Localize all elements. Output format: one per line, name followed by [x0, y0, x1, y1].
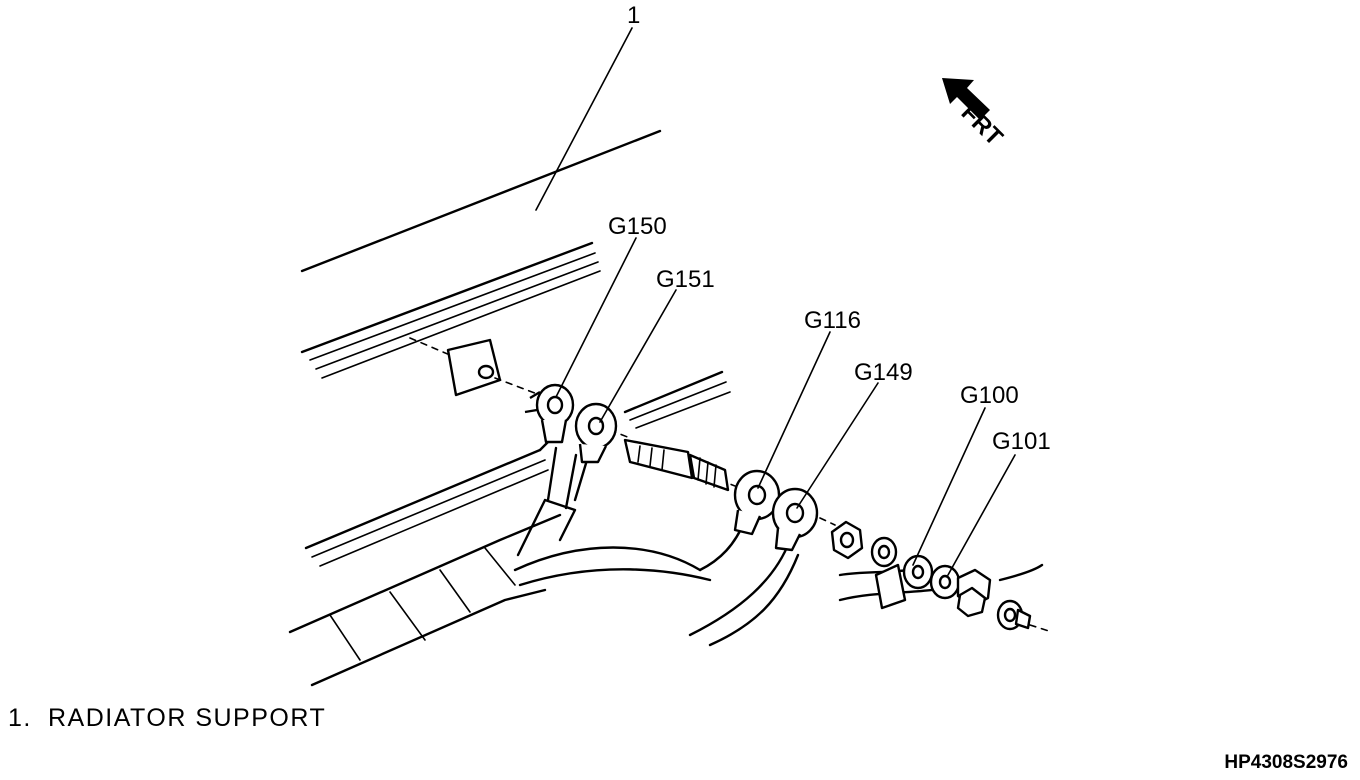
- terminal-nut-washer: [996, 599, 1032, 631]
- legend-item-text: RADIATOR SUPPORT: [48, 704, 327, 732]
- legend: 1. RADIATOR SUPPORT: [8, 704, 326, 733]
- front-direction-label: FRT: [956, 99, 1008, 151]
- square-nut: [446, 338, 502, 397]
- callout-leaders: [555, 237, 1016, 576]
- hex-nut: [830, 520, 864, 560]
- callout-g101: G101: [992, 428, 1051, 455]
- ground-terminal-g150: [524, 383, 575, 444]
- leader-line-1: [535, 27, 633, 211]
- callout-g149: G149: [854, 359, 913, 386]
- callout-g116: G116: [804, 307, 861, 334]
- callout-radiator-support-number: 1: [627, 2, 640, 29]
- ground-terminal-g100: [874, 554, 934, 610]
- ground-terminal-g151: [574, 402, 618, 464]
- washer: [870, 536, 898, 568]
- callout-g100: G100: [960, 382, 1019, 409]
- ground-stud-bolt: [623, 438, 730, 492]
- ground-terminal-g116: [733, 469, 781, 536]
- figure-code: HP4308S2976: [1224, 752, 1348, 773]
- callout-g151: G151: [656, 266, 715, 293]
- bolt-axis-dashes: [409, 337, 1053, 633]
- ground-terminal-g101: [929, 564, 992, 618]
- front-direction-indicator: FRT: [942, 78, 1008, 151]
- front-arrow-icon: [942, 78, 990, 120]
- ground-terminal-g149: [771, 487, 819, 552]
- radiator-support-panel: [300, 129, 731, 567]
- callout-g150: G150: [608, 213, 667, 240]
- legend-item-number: 1.: [8, 704, 32, 732]
